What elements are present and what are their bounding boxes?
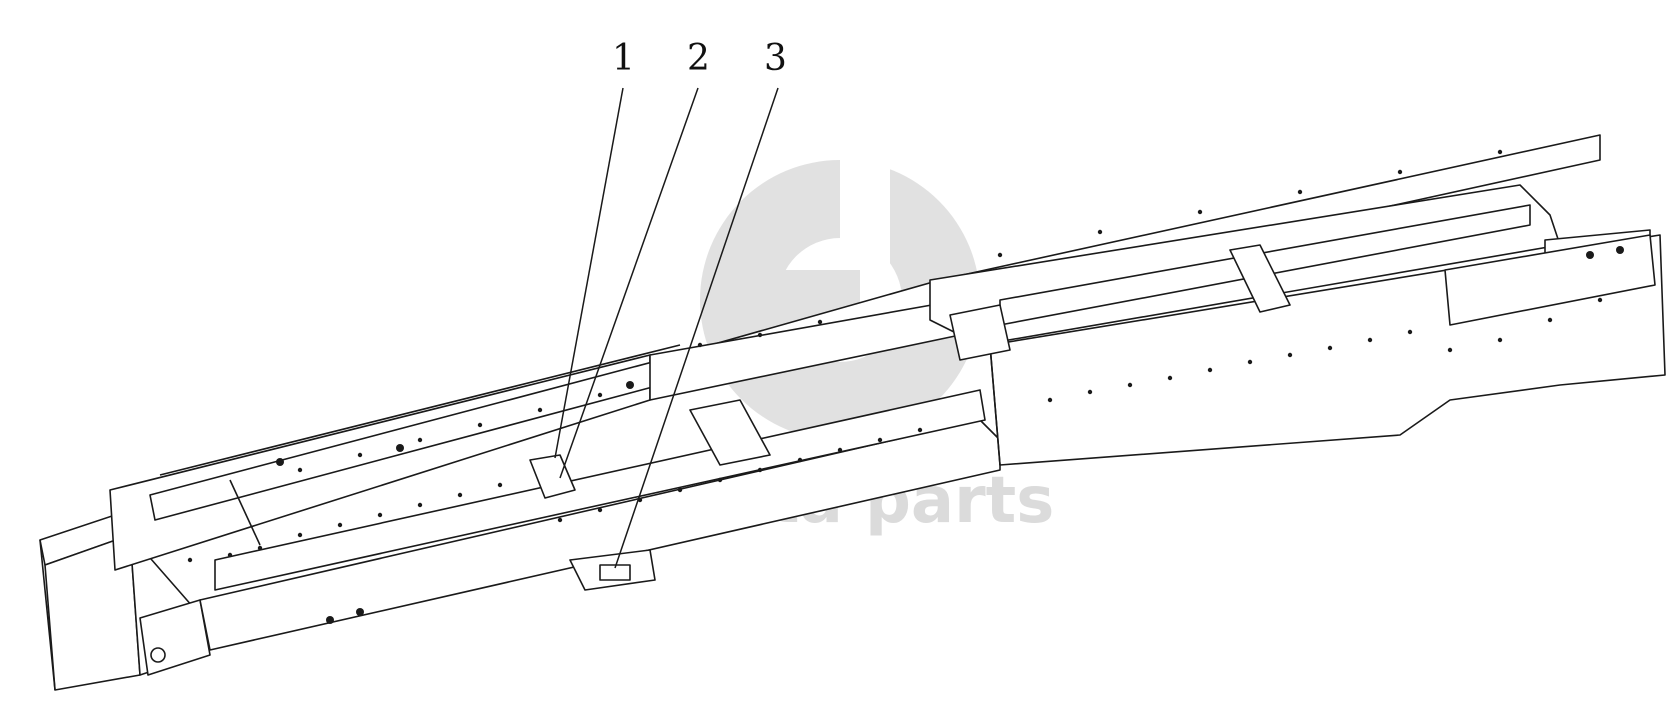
leader-line-2 (559, 87, 699, 479)
leader-lines (554, 87, 779, 569)
cross-members (529, 244, 1291, 499)
rivet-holes (187, 149, 1624, 624)
lower-side-rail (199, 234, 1666, 651)
callout-2: 2 (687, 38, 710, 79)
mounting-bracket (569, 549, 656, 591)
leader-line-1 (554, 87, 624, 459)
chassis-frame (39, 134, 1666, 691)
callout-labels: 1 2 3 (612, 38, 787, 79)
callout-1: 1 (612, 38, 635, 79)
leader-line-3 (614, 87, 779, 569)
callout-3: 3 (764, 38, 787, 79)
